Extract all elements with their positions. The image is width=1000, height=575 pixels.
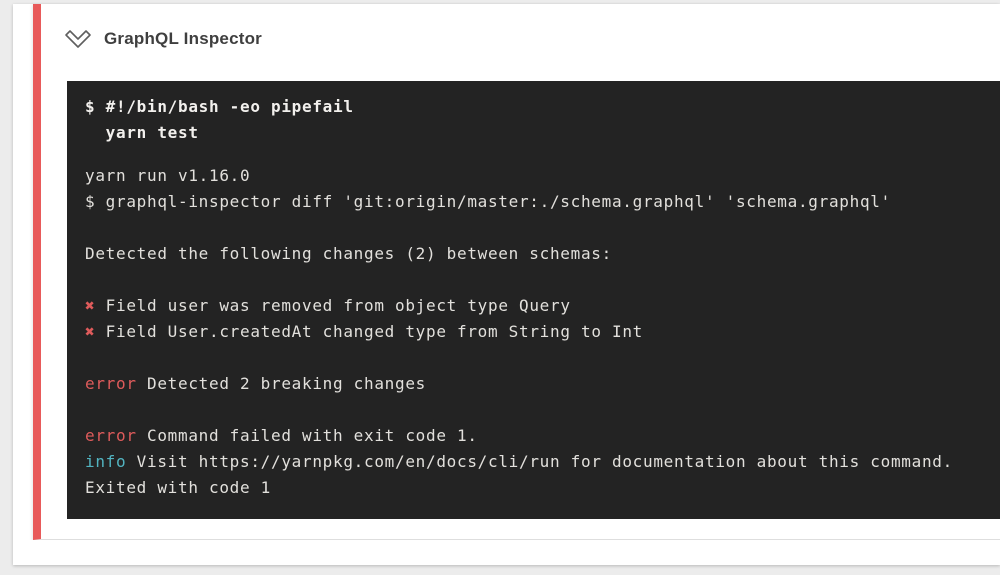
terminal-line: error Command failed with exit code 1. [85, 423, 982, 449]
terminal-line: info Visit https://yarnpkg.com/en/docs/c… [85, 449, 982, 475]
terminal-line: ✖ Field user was removed from object typ… [85, 293, 982, 319]
next-step-row [13, 540, 1000, 564]
terminal-line: ✖ Field User.createdAt changed type from… [85, 319, 982, 345]
terminal-line: Detected the following changes (2) betwe… [85, 241, 982, 267]
terminal-token: yarn run v1.16.0 [85, 166, 251, 185]
terminal-line [85, 267, 982, 293]
terminal-error-token: ✖ [85, 322, 96, 341]
terminal-line [85, 397, 982, 423]
terminal-line [85, 215, 982, 241]
terminal-token: Command failed with exit code 1. [136, 426, 478, 445]
step-graphql-inspector: GraphQL Inspector $ #!/bin/bash -eo pipe… [33, 4, 1000, 540]
terminal-line: $ graphql-inspector diff 'git:origin/mas… [85, 189, 982, 215]
step-header[interactable]: GraphQL Inspector [41, 4, 1000, 51]
terminal-error-token: error [85, 426, 137, 445]
terminal-line: yarn run v1.16.0 [85, 163, 982, 189]
terminal-token: Detected the following changes (2) betwe… [85, 244, 612, 263]
terminal-error-token: ✖ [85, 296, 96, 315]
build-steps-panel: GraphQL Inspector $ #!/bin/bash -eo pipe… [13, 4, 1000, 565]
terminal-command: $ #!/bin/bash -eo pipefail yarn test [85, 94, 982, 146]
terminal-line: yarn test [85, 123, 199, 142]
terminal-token: Visit https://yarnpkg.com/en/docs/cli/ru… [126, 452, 953, 471]
terminal-token: Exited with code 1 [85, 478, 271, 497]
terminal-output: $ #!/bin/bash -eo pipefail yarn test yar… [67, 81, 1000, 519]
terminal-line: error Detected 2 breaking changes [85, 371, 982, 397]
terminal-log: yarn run v1.16.0 $ graphql-inspector diff… [85, 163, 982, 501]
terminal-token: Field User.createdAt changed type from S… [95, 322, 643, 341]
terminal-token: $ graphql-inspector diff 'git:origin/mas… [85, 192, 891, 211]
step-title: GraphQL Inspector [104, 29, 263, 48]
terminal-line [85, 345, 982, 371]
terminal-error-token: error [85, 374, 137, 393]
terminal-token: Detected 2 breaking changes [136, 374, 426, 393]
terminal-line: $ #!/bin/bash -eo pipefail [85, 97, 354, 116]
terminal-line: Exited with code 1 [85, 475, 982, 501]
terminal-token: Field user was removed from object type … [95, 296, 571, 315]
terminal-info-token: info [85, 452, 127, 471]
chevron-down-icon[interactable] [63, 27, 93, 51]
